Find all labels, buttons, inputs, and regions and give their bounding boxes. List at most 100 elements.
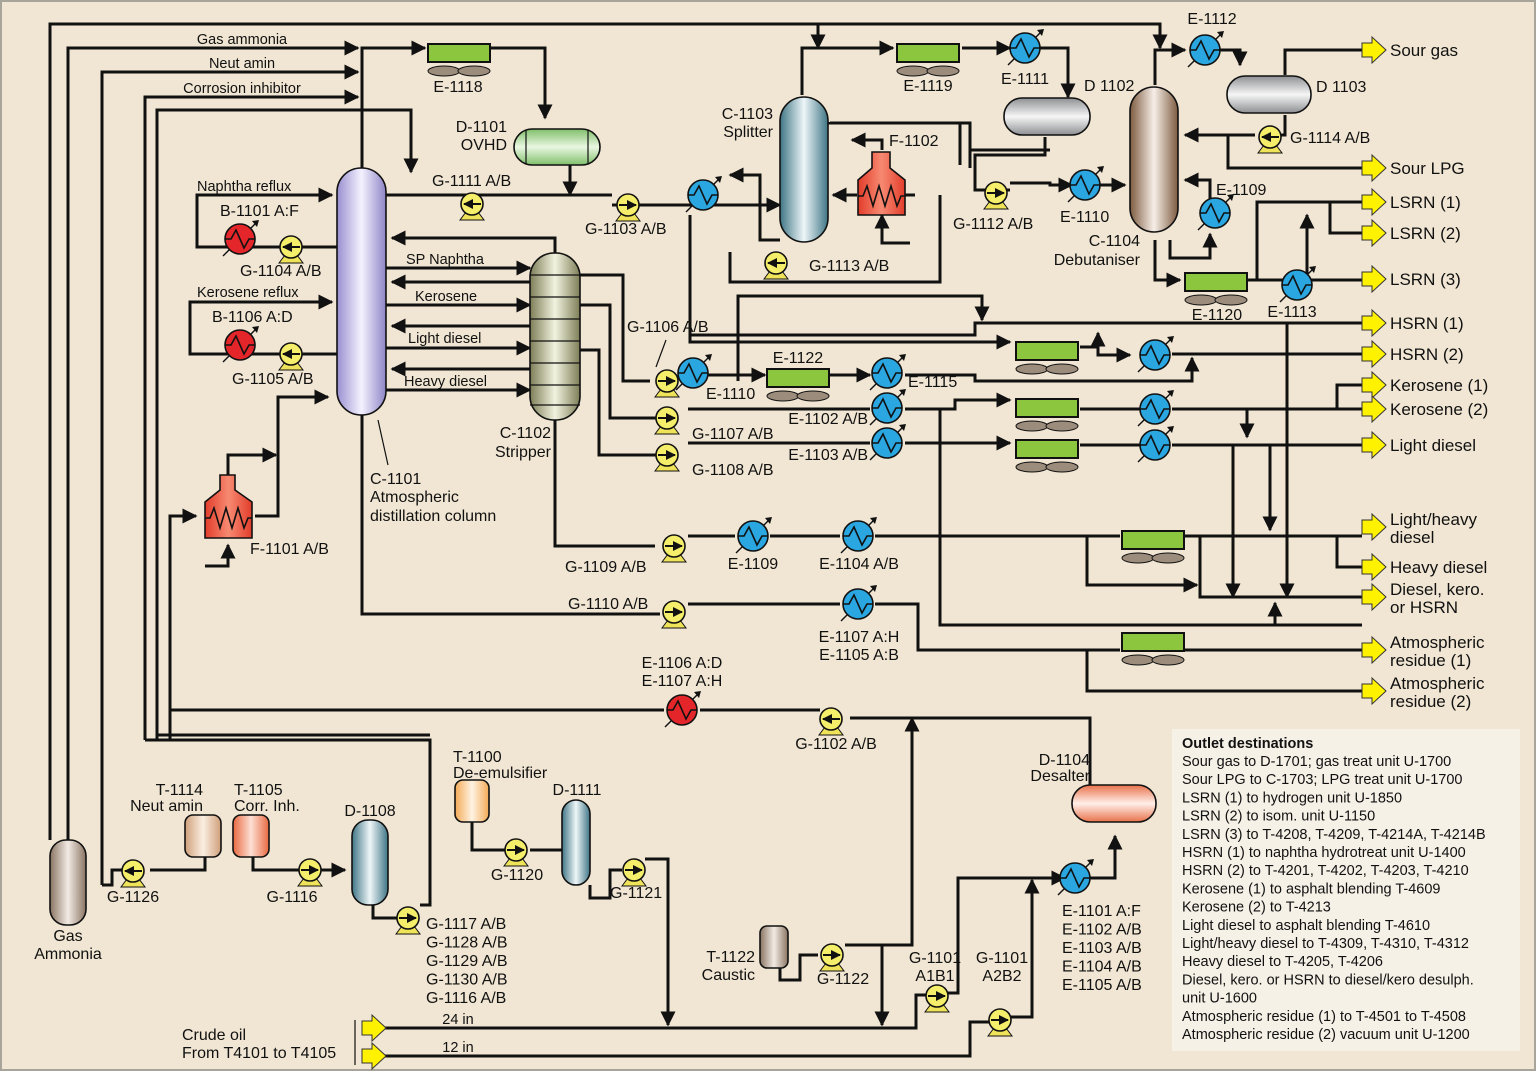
label-c1101: C-1101 <box>370 471 421 488</box>
heat-exchanger-icon <box>1137 390 1174 427</box>
legend-line: Diesel, kero. or HSRN to diesel/kero des… <box>1182 972 1474 988</box>
outlet-label-line2: residue (2) <box>1390 692 1471 711</box>
heat-exchanger-icon <box>1137 336 1174 373</box>
heat-exchanger-icon <box>840 517 877 554</box>
t1100-tank <box>454 779 490 823</box>
pumps <box>120 125 1283 1037</box>
label-e1104: E-1104 A/B <box>819 556 899 573</box>
legend-line: Heavy diesel to T-4205, T-4206 <box>1182 954 1383 970</box>
outlet-label: Kerosene (2) <box>1390 400 1488 419</box>
legend-line: unit U-1600 <box>1182 991 1257 1007</box>
outlet-arrow-icon <box>1361 394 1387 424</box>
heat-exchanger-icon <box>869 354 906 391</box>
label-heavy-diesel: Heavy diesel <box>404 374 487 390</box>
label-g1109: G-1109 A/B <box>565 559 647 576</box>
outlet-arrow-icon <box>1361 582 1387 612</box>
outlet-13: Diesel, kero.or HSRN <box>1361 580 1484 617</box>
pump-icon <box>983 181 1009 210</box>
label-light-diesel: Light diesel <box>408 331 481 347</box>
heat-exchanger-icon <box>1007 29 1044 66</box>
label-e1120: E-1120 <box>1192 307 1243 324</box>
label-gas-ammonia-tank: Gas <box>53 928 82 945</box>
label-g1122: G-1122 <box>817 971 869 988</box>
furnaces <box>204 151 906 539</box>
pump-icon <box>120 859 146 888</box>
label-crude-source: From T4101 to T4105 <box>182 1045 336 1062</box>
outlet-label-line2: diesel <box>1390 528 1434 547</box>
legend-line: Sour LPG to C-1703; LPG treat unit U-170… <box>1182 772 1462 788</box>
pump-icon <box>503 838 529 867</box>
label-g1103: G-1103 A/B <box>585 221 667 238</box>
heat-exchanger-icon <box>1137 426 1174 463</box>
outlet-arrow-icon <box>1361 430 1387 460</box>
heat-exchanger-icon <box>1197 194 1234 231</box>
chemical-pump-label: G-1130 A/B <box>426 972 508 989</box>
label-g1112: G-1112 A/B <box>953 216 1033 233</box>
exchanger-label: E-1101 A:F <box>1062 903 1141 920</box>
air-cooler-icon <box>766 368 830 402</box>
heat-exchanger-icon <box>1057 859 1094 896</box>
f1102-furnace <box>857 151 906 216</box>
outlet-label: Diesel, kero. <box>1390 580 1484 599</box>
label-g1102: G-1102 A/B <box>795 736 877 753</box>
outlet-arrow-icon <box>1361 187 1387 217</box>
label-e1103: E-1103 A/B <box>788 447 868 464</box>
air-cooler-icon <box>427 43 491 77</box>
air-cooler-icon <box>1184 272 1248 306</box>
label-e1118: E-1118 <box>433 79 482 96</box>
legend-line: LSRN (1) to hydrogen unit U-1850 <box>1182 790 1402 806</box>
pump-icon <box>278 235 304 264</box>
label-t1122: T-1122 <box>706 949 755 966</box>
outlet-8: Kerosene (1) <box>1361 370 1488 400</box>
outlet-label: LSRN (1) <box>1390 193 1461 212</box>
label-c1104-debutaniser: Debutaniser <box>1054 252 1141 269</box>
crude-inlet-arrow-icon <box>361 1041 387 1071</box>
air-cooler-icon <box>1015 398 1079 432</box>
outlet-label: Atmospheric <box>1390 633 1485 652</box>
heat-exchanger-icon <box>685 176 722 213</box>
pump-icon <box>278 342 304 371</box>
label-gas-ammonia-tank-b: Ammonia <box>34 946 102 963</box>
label-f1102: F-1102 <box>889 133 939 150</box>
label-e1110-mid: E-1110 <box>706 386 755 403</box>
pump-icon <box>654 443 680 472</box>
label-crude-oil: Crude oil <box>182 1027 246 1044</box>
label-e1106: E-1106 A:D <box>642 655 723 672</box>
label-d1102: D 1102 <box>1084 78 1135 95</box>
pump-icon <box>459 192 485 221</box>
outlet-label: HSRN (2) <box>1390 345 1464 364</box>
label-e1122: E-1122 <box>773 350 824 367</box>
vessels <box>49 75 1312 969</box>
label-g1105: G-1105 A/B <box>232 371 314 388</box>
heat-exchanger-icon <box>1187 31 1224 68</box>
label-corrosion-inhibitor-line: Corrosion inhibitor <box>183 81 301 97</box>
label-g1104: G-1104 A/B <box>240 263 322 280</box>
exchanger-label: E-1102 A/B <box>1062 922 1142 939</box>
pump-icon <box>661 534 687 563</box>
outlet-6: HSRN (1) <box>1361 308 1464 338</box>
labels: Gas ammonia Neut amin Corrosion inhibito… <box>34 11 1370 1062</box>
outlet-label-line2: residue (1) <box>1390 651 1471 670</box>
label-c1103-splitter: Splitter <box>723 124 773 141</box>
label-e1105-a: E-1105 A:B <box>819 647 899 664</box>
label-g1108: G-1108 A/B <box>692 462 774 479</box>
pump-icon <box>924 984 950 1013</box>
d1111-drum <box>561 799 591 886</box>
heat-exchanger-icon <box>675 354 712 391</box>
label-c1102-stripper: Stripper <box>495 444 552 461</box>
outlet-arrow-icon <box>1361 308 1387 338</box>
label-neut-amin-line: Neut amin <box>209 56 275 72</box>
outlet-label: LSRN (3) <box>1390 270 1461 289</box>
label-t1114: T-1114 <box>156 782 204 799</box>
label-d1108: D-1108 <box>344 803 395 820</box>
legend-line: Atmospheric residue (2) vacuum unit U-12… <box>1182 1027 1470 1043</box>
pump-icon <box>987 1008 1013 1037</box>
label-d1103: D 1103 <box>1316 79 1367 96</box>
label-g1126: G-1126 <box>107 889 159 906</box>
chemical-pump-label: G-1128 A/B <box>426 935 508 952</box>
label-e1110-top: E-1110 <box>1060 209 1109 226</box>
